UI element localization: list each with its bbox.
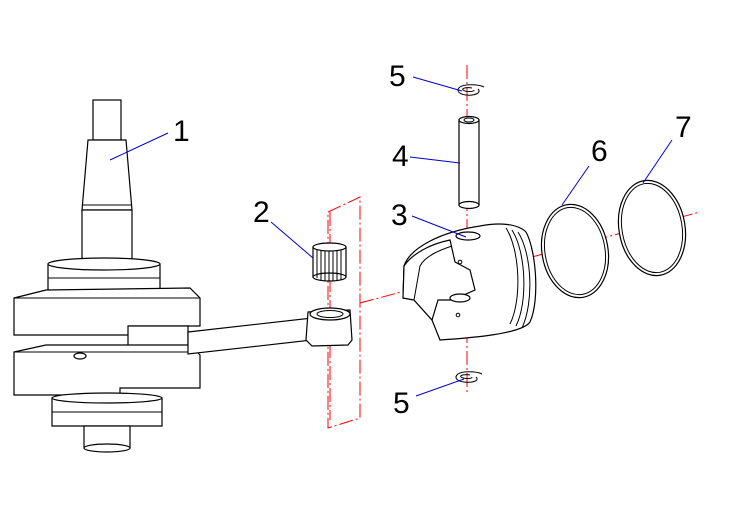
callout-5-bottom: 5 [393,387,410,420]
piston-ring-1 [540,203,610,299]
piston-ring-2 [617,179,687,277]
leader-6 [561,165,590,206]
crankshaft-upper-journal [81,209,133,263]
needle-bearing [312,242,347,282]
leader-5-top [412,76,463,92]
connecting-rod [187,307,353,355]
crankshaft-upper-web [13,287,201,336]
leader-2 [270,221,314,259]
circlip-top [457,84,485,96]
bearing-section-frame [327,196,361,429]
callout-1: 1 [173,115,190,148]
callout-labels: 1 2 3 4 5 5 6 7 [173,60,692,420]
callout-3: 3 [391,199,408,232]
leader-4 [409,156,461,164]
leader-7 [642,139,673,184]
leader-5-bottom [415,378,465,397]
callout-2: 2 [253,196,270,229]
callout-6: 6 [591,135,608,168]
piston-pin-boss-upper [455,231,481,241]
callout-5-top: 5 [389,60,406,93]
piston-skirt-cutout [402,239,476,322]
piston-pin-body [458,119,480,206]
leader-1 [109,132,169,161]
crankshaft [13,99,201,453]
leader-3 [411,215,467,238]
crankshaft-taper [81,139,133,211]
connecting-rod-small-end-bore [309,307,351,321]
crankshaft-lower-web [13,344,201,396]
piston-pin [458,115,480,210]
callout-7: 7 [675,111,692,144]
circlip-bottom [455,371,483,383]
connecting-rod-beam [187,317,313,355]
crankshaft-top-shaft [92,99,122,141]
piston-pin-boss-lower [449,293,471,303]
leader-lines [109,76,673,397]
piston [402,223,537,341]
callout-4: 4 [392,140,409,173]
